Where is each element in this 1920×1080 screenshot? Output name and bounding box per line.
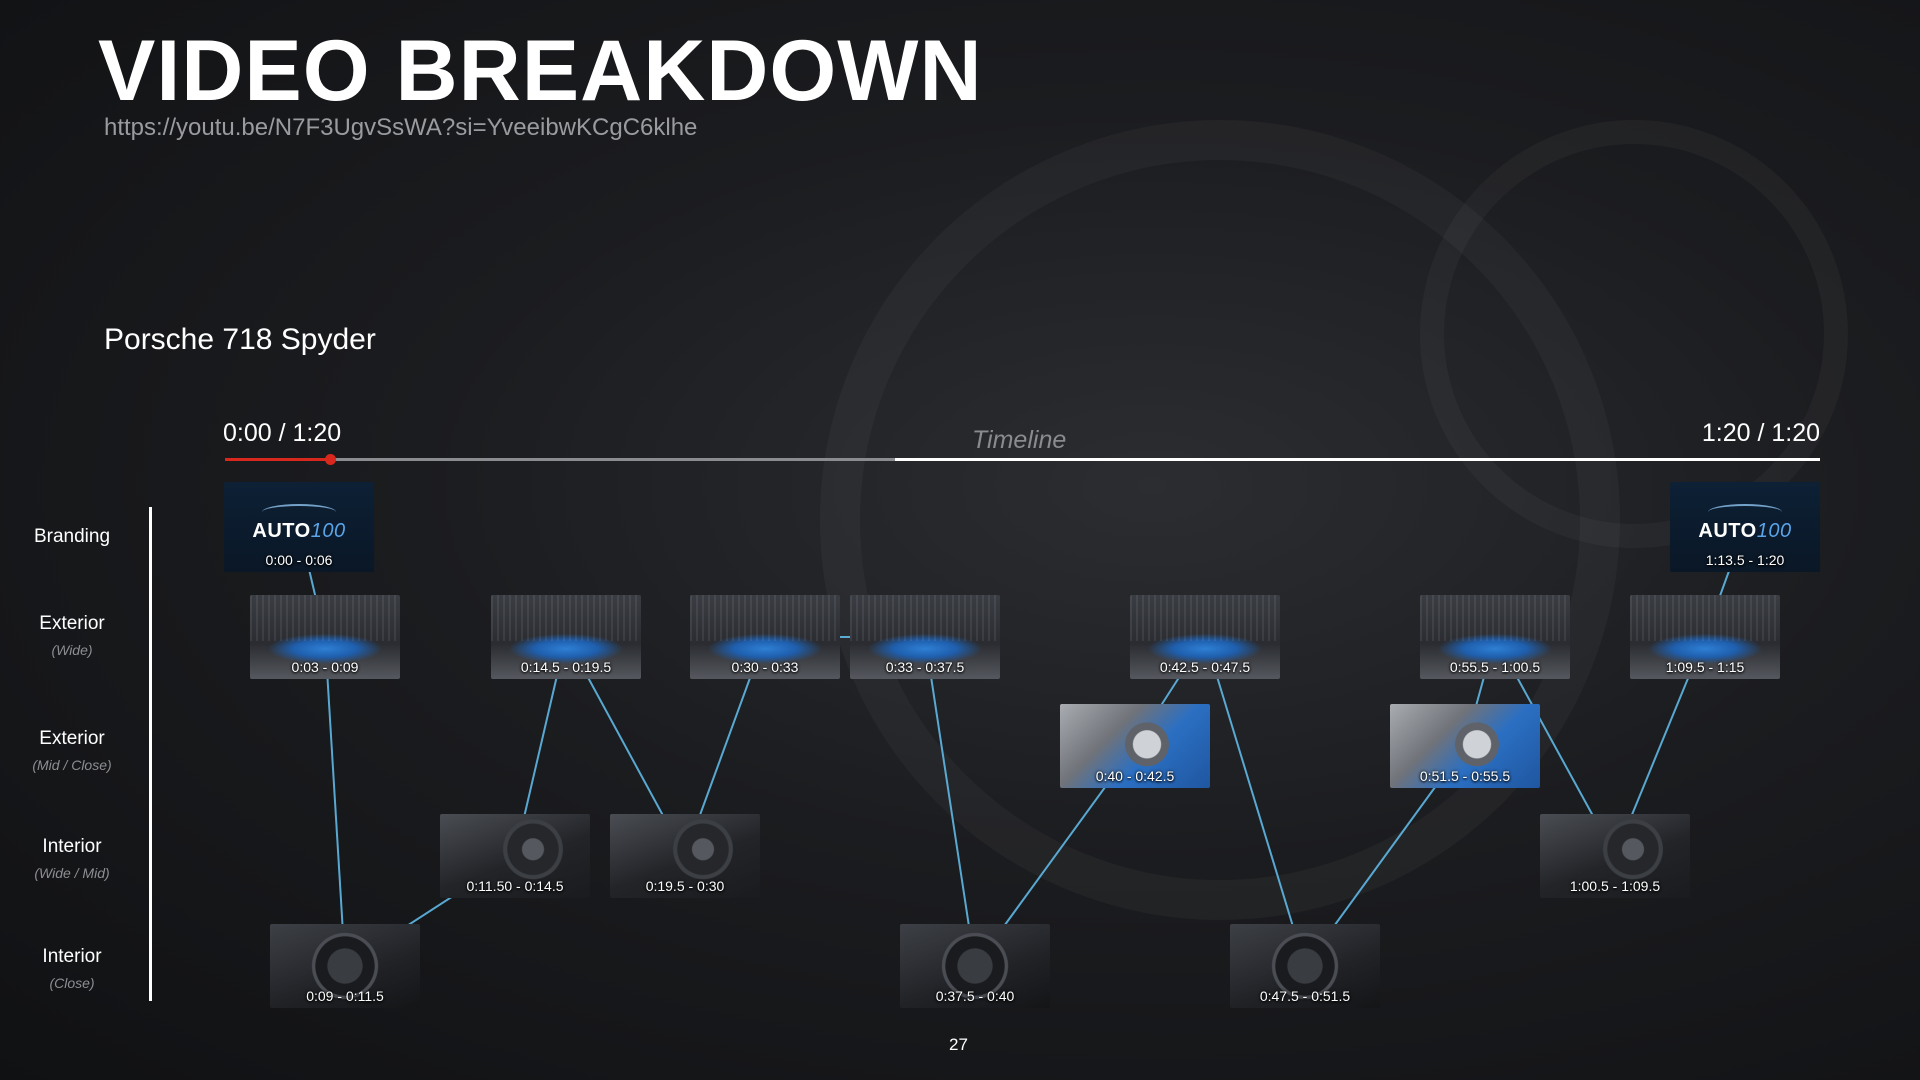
clip-time-label: 0:09 - 0:11.5 xyxy=(306,988,384,1004)
clip-time-label: 0:11.50 - 0:14.5 xyxy=(466,878,564,894)
clip-thumbnail[interactable]: 0:11.50 - 0:14.5 xyxy=(440,814,590,898)
car-silhouette-icon xyxy=(1708,504,1782,520)
row-label-interior-wide: Interior (Wide / Mid) xyxy=(14,836,130,881)
clip-time-label: 1:09.5 - 1:15 xyxy=(1665,659,1745,675)
row-label-sub: (Wide) xyxy=(51,642,93,658)
clip-time-label: 1:13.5 - 1:20 xyxy=(1705,552,1785,568)
row-label-main: Branding xyxy=(33,526,111,547)
clip-time-label: 0:40 - 0:42.5 xyxy=(1095,768,1175,784)
video-url[interactable]: https://youtu.be/N7F3UgvSsWA?si=YveeibwK… xyxy=(104,114,698,141)
clip-time-label: 1:00.5 - 1:09.5 xyxy=(1569,878,1661,894)
auto100-logo: AUTO100 xyxy=(1698,520,1792,542)
clip-time-label: 0:37.5 - 0:40 xyxy=(935,988,1015,1004)
clip-thumbnail[interactable]: AUTO100 1:13.5 - 1:20 xyxy=(1670,482,1820,572)
clip-thumbnail[interactable]: 0:51.5 - 0:55.5 xyxy=(1390,704,1540,788)
clip-time-label: 0:00 - 0:06 xyxy=(265,552,333,568)
clip-time-label: 0:19.5 - 0:30 xyxy=(645,878,725,894)
row-label-sub: (Mid / Close) xyxy=(32,757,112,773)
row-axis-line xyxy=(149,507,152,1001)
clip-thumbnail[interactable]: 1:00.5 - 1:09.5 xyxy=(1540,814,1690,898)
row-label-main: Interior xyxy=(42,946,102,967)
row-label-branding: Branding xyxy=(14,526,130,548)
clip-time-label: 0:47.5 - 0:51.5 xyxy=(1259,988,1351,1004)
page-number: 27 xyxy=(949,1035,968,1054)
clip-time-label: 0:55.5 - 1:00.5 xyxy=(1449,659,1541,675)
clip-time-label: 0:14.5 - 0:19.5 xyxy=(520,659,612,675)
clip-thumbnail[interactable]: 0:33 - 0:37.5 xyxy=(850,595,1000,679)
auto100-logo: AUTO100 xyxy=(252,520,346,542)
timeline-start-time: 0:00 / 1:20 xyxy=(223,419,342,447)
clip-time-label: 0:30 - 0:33 xyxy=(731,659,799,675)
row-label-exterior-mid: Exterior (Mid / Close) xyxy=(14,728,130,773)
clip-connector-line xyxy=(324,636,346,967)
page-title: VIDEO BREAKDOWN xyxy=(98,23,983,119)
clip-connector-line xyxy=(1204,636,1306,967)
clip-connector-line xyxy=(924,636,976,967)
clip-thumbnail[interactable]: 0:19.5 - 0:30 xyxy=(610,814,760,898)
clip-thumbnail[interactable]: 0:40 - 0:42.5 xyxy=(1060,704,1210,788)
clip-time-label: 0:03 - 0:09 xyxy=(291,659,359,675)
row-label-main: Interior xyxy=(42,836,102,857)
row-label-interior-close: Interior (Close) xyxy=(14,946,130,991)
timeline-progress xyxy=(225,458,331,461)
row-label-exterior-wide: Exterior (Wide) xyxy=(14,613,130,658)
clip-thumbnail[interactable]: 0:14.5 - 0:19.5 xyxy=(491,595,641,679)
clip-thumbnail[interactable]: 0:47.5 - 0:51.5 xyxy=(1230,924,1380,1008)
clip-time-label: 0:33 - 0:37.5 xyxy=(885,659,965,675)
clip-thumbnail[interactable]: 0:30 - 0:33 xyxy=(690,595,840,679)
video-subtitle: Porsche 718 Spyder xyxy=(104,323,376,356)
clip-thumbnail[interactable]: 0:55.5 - 1:00.5 xyxy=(1420,595,1570,679)
clip-thumbnail[interactable]: AUTO100 0:00 - 0:06 xyxy=(224,482,374,572)
row-label-main: Exterior xyxy=(39,728,105,749)
row-label-main: Exterior xyxy=(39,613,105,634)
timeline-buffered xyxy=(225,458,895,461)
timeline-bar[interactable] xyxy=(225,458,1820,461)
row-label-sub: (Close) xyxy=(49,975,95,991)
row-label-sub: (Wide / Mid) xyxy=(34,865,110,881)
clip-thumbnail[interactable]: 1:09.5 - 1:15 xyxy=(1630,595,1780,679)
clip-thumbnail[interactable]: 0:42.5 - 0:47.5 xyxy=(1130,595,1280,679)
clip-thumbnail[interactable]: 0:37.5 - 0:40 xyxy=(900,924,1050,1008)
clip-time-label: 0:51.5 - 0:55.5 xyxy=(1419,768,1511,784)
timeline-end-time: 1:20 / 1:20 xyxy=(1701,419,1820,447)
clip-thumbnail[interactable]: 0:03 - 0:09 xyxy=(250,595,400,679)
timeline-label: Timeline xyxy=(972,426,1067,454)
timeline-scrubber-handle[interactable] xyxy=(325,454,337,465)
clip-thumbnail[interactable]: 0:09 - 0:11.5 xyxy=(270,924,420,1008)
clip-time-label: 0:42.5 - 0:47.5 xyxy=(1159,659,1251,675)
car-silhouette-icon xyxy=(262,504,336,520)
